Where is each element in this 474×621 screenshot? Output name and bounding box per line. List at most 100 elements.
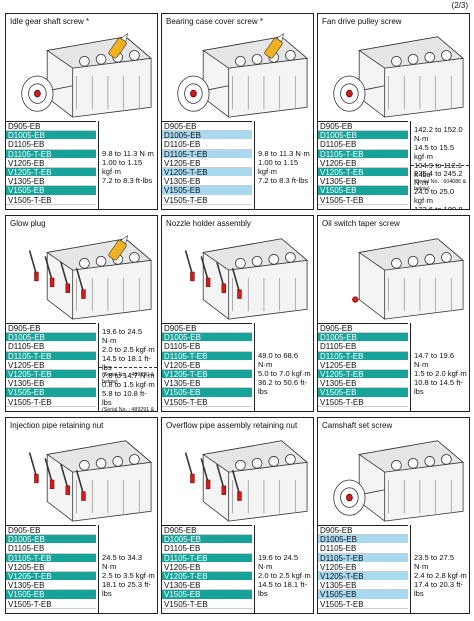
overflow-pipe-diagram [164, 432, 311, 524]
model-row: V1505-EB [6, 388, 96, 398]
torque-line: 36.2 to 50.6 ft-lbs [258, 378, 307, 396]
model-row: V1205-EB [6, 158, 96, 168]
model-row: D905-EB [162, 526, 252, 536]
model-row: V1505-T-EB [318, 599, 408, 609]
model-row: D1105-T-EB [318, 149, 408, 159]
model-row: D1005-EB [318, 131, 408, 141]
model-row: D1105-T-EB [6, 553, 96, 563]
torque-line: 5.0 to 7.0 kgf·m [258, 369, 311, 378]
torque-line: 23.5 to 27.5 N·m [414, 553, 455, 571]
model-row: D905-EB [318, 122, 408, 132]
model-row: D1105-EB [162, 544, 252, 554]
model-row: V1505-T-EB [6, 195, 96, 205]
spec-title: Bearing case cover screw * [166, 17, 263, 26]
model-row: V1205-T-EB [6, 369, 96, 380]
torque-line: 1.5 to 2.0 kgf·m [414, 369, 467, 378]
model-row: V1205-EB [318, 360, 408, 370]
glow-plug-diagram [8, 230, 155, 322]
spec-title: Idle gear shaft screw * [10, 17, 90, 26]
spec-title: Camshaft set screw [322, 421, 393, 430]
model-row: D1105-T-EB [6, 351, 96, 361]
model-row: V1305-EB [318, 177, 408, 187]
torque-line: 14.5 to 18.1 ft-lbs [102, 354, 151, 372]
serial-note: (Serial No. : 489290 & below) [102, 372, 155, 385]
spec-title: Oil switch taper screw [322, 219, 400, 228]
model-row: D1105-T-EB [318, 351, 408, 361]
model-row: V1205-T-EB [162, 369, 252, 380]
model-row: D905-EB [318, 324, 408, 334]
model-row: V1505-T-EB [318, 397, 408, 407]
model-row: V1305-EB [162, 379, 252, 389]
model-row: V1205-EB [162, 360, 252, 370]
model-row: D905-EB [6, 324, 96, 334]
model-row: D1105-EB [6, 342, 96, 352]
model-row: V1505-EB [318, 186, 408, 196]
torque-line: 10.8 to 14.5 ft-lbs [414, 378, 463, 396]
model-row: D1005-EB [318, 535, 408, 545]
model-row: D1105-EB [6, 140, 96, 150]
model-row: D905-EB [6, 122, 96, 132]
model-row: V1505-T-EB [6, 599, 96, 609]
model-row: V1505-T-EB [162, 195, 252, 205]
model-row: D1005-EB [162, 333, 252, 343]
model-row: V1505-EB [6, 186, 96, 196]
illustration-svg [21, 33, 153, 118]
spec-title: Overflow pipe assembly retaining nut [166, 421, 298, 430]
model-row: V1505-T-EB [318, 195, 408, 205]
illustration-svg [184, 440, 309, 522]
torque-line: 7.2 to 8.3 ft-lbs [258, 176, 309, 185]
model-row: D905-EB [162, 324, 252, 334]
torque-line: 24.5 to 34.3 N·m [102, 553, 143, 571]
model-row: D1105-EB [318, 342, 408, 352]
model-row: D1105-T-EB [162, 351, 252, 361]
torque-line: 7.8 to 14.7 N·m [102, 371, 155, 380]
model-row: D1005-EB [6, 131, 96, 141]
serial-note: (Serial No. : 489291 & above) [102, 407, 155, 412]
model-row: D1105-EB [162, 140, 252, 150]
model-row: D1105-EB [318, 544, 408, 554]
illustration-svg [177, 33, 309, 118]
torque-line: 2.0 to 2.5 kgf·m [258, 571, 311, 580]
divider [99, 367, 157, 368]
model-row: V1205-T-EB [6, 167, 96, 178]
model-row: V1205-EB [6, 562, 96, 572]
torque-line: 24.0 to 25.0 kgf·m [414, 187, 455, 205]
model-row: D1005-EB [162, 535, 252, 545]
torque-line: 2.4 to 2.8 kgf·m [414, 571, 467, 580]
model-row: D1105-T-EB [162, 149, 252, 159]
model-row: V1205-T-EB [6, 571, 96, 582]
model-row: V1205-EB [318, 562, 408, 572]
model-row: V1505-EB [162, 590, 252, 600]
model-row: V1205-T-EB [162, 571, 252, 582]
gear-diagram [8, 28, 155, 120]
model-row: D1105-EB [6, 544, 96, 554]
torque-line: 14.5 to 18.1 ft-lbs [258, 580, 307, 598]
model-row: V1505-T-EB [162, 599, 252, 609]
spec-title: Nozzle holder assembly [166, 219, 251, 228]
model-row: V1305-EB [6, 379, 96, 389]
illustration-svg [184, 238, 309, 320]
illustration-svg [333, 440, 465, 522]
torque-line: 19.6 to 24.5 N·m [258, 553, 299, 571]
